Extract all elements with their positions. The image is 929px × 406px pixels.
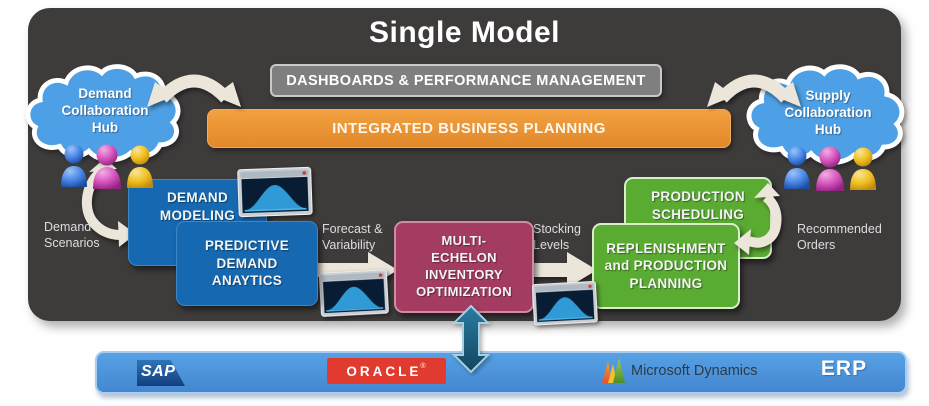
demand-hub-sync-arrow-icon: [147, 74, 241, 107]
erp-systems-bar: [95, 351, 907, 394]
person-icon: [127, 145, 153, 188]
replenishment-label: REPLENISHMENT and PRODUCTION PLANNING: [604, 240, 728, 291]
demand-collaboration-hub-label: Demand Collaboration Hub: [61, 86, 149, 135]
recommended-orders-label: Recommended Orders: [797, 222, 882, 253]
predictive-demand-analytics-box: PREDICTIVE DEMAND ANAYTICS: [176, 221, 318, 306]
oracle-registered-mark: ®: [420, 362, 426, 370]
demand-people-icons: [61, 144, 153, 189]
sap-logo-text: SAP: [141, 363, 176, 380]
microsoft-dynamics-logo: Microsoft Dynamics: [600, 357, 758, 385]
microsoft-dynamics-icon: [602, 358, 625, 383]
production-scheduling-label: PRODUCTION SCHEDULING: [651, 189, 745, 222]
person-icon: [61, 144, 87, 187]
erp-label: ERP: [820, 357, 868, 380]
microsoft-dynamics-text: Microsoft Dynamics: [631, 363, 758, 379]
stocking-flow-arrow-icon: [527, 252, 597, 288]
sap-logo: SAP: [137, 360, 185, 386]
demand-scenarios-label: Demand Scenarios: [44, 220, 100, 251]
recommended-orders-arrow-icon: [734, 183, 782, 255]
person-icon: [784, 146, 810, 189]
page-title: Single Model: [368, 16, 560, 49]
oracle-logo-text: ORACLE: [346, 363, 422, 379]
demand-modeling-label: DEMAND MODELING: [159, 190, 236, 223]
bell-curve-monitor-icon: [237, 166, 313, 218]
predictive-demand-analytics-label: PREDICTIVE DEMAND ANAYTICS: [204, 238, 289, 289]
supply-hub-sync-arrow-icon: [707, 74, 801, 107]
replenishment-production-planning-box: REPLENISHMENT and PRODUCTION PLANNING: [592, 223, 740, 309]
person-icon: [850, 147, 876, 190]
stocking-levels-label: Stocking Levels: [533, 222, 581, 253]
demand-cloud-icon: [25, 64, 181, 163]
multi-echelon-inventory-optimization-box: MULTI- ECHELON INVENTORY OPTIMIZATION: [394, 221, 534, 313]
integrated-business-planning-bar: INTEGRATED BUSINESS PLANNING: [207, 109, 731, 148]
supply-collaboration-hub-label: Supply Collaboration Hub: [784, 88, 872, 137]
bell-curve-monitor-icon: [318, 269, 389, 317]
person-icon: [816, 146, 844, 191]
person-icon: [93, 144, 121, 189]
oracle-logo: ORACLE®: [327, 358, 446, 384]
multi-echelon-label: MULTI- ECHELON INVENTORY OPTIMIZATION: [416, 233, 512, 299]
forecast-variability-label: Forecast & Variability: [322, 222, 383, 253]
bell-curve-monitor-icon: [532, 281, 598, 326]
erp-link-double-arrow-icon: [452, 305, 490, 373]
supply-people-icons: [784, 146, 876, 191]
dashboards-bar: DASHBOARDS & PERFORMANCE MANAGEMENT: [270, 64, 662, 97]
